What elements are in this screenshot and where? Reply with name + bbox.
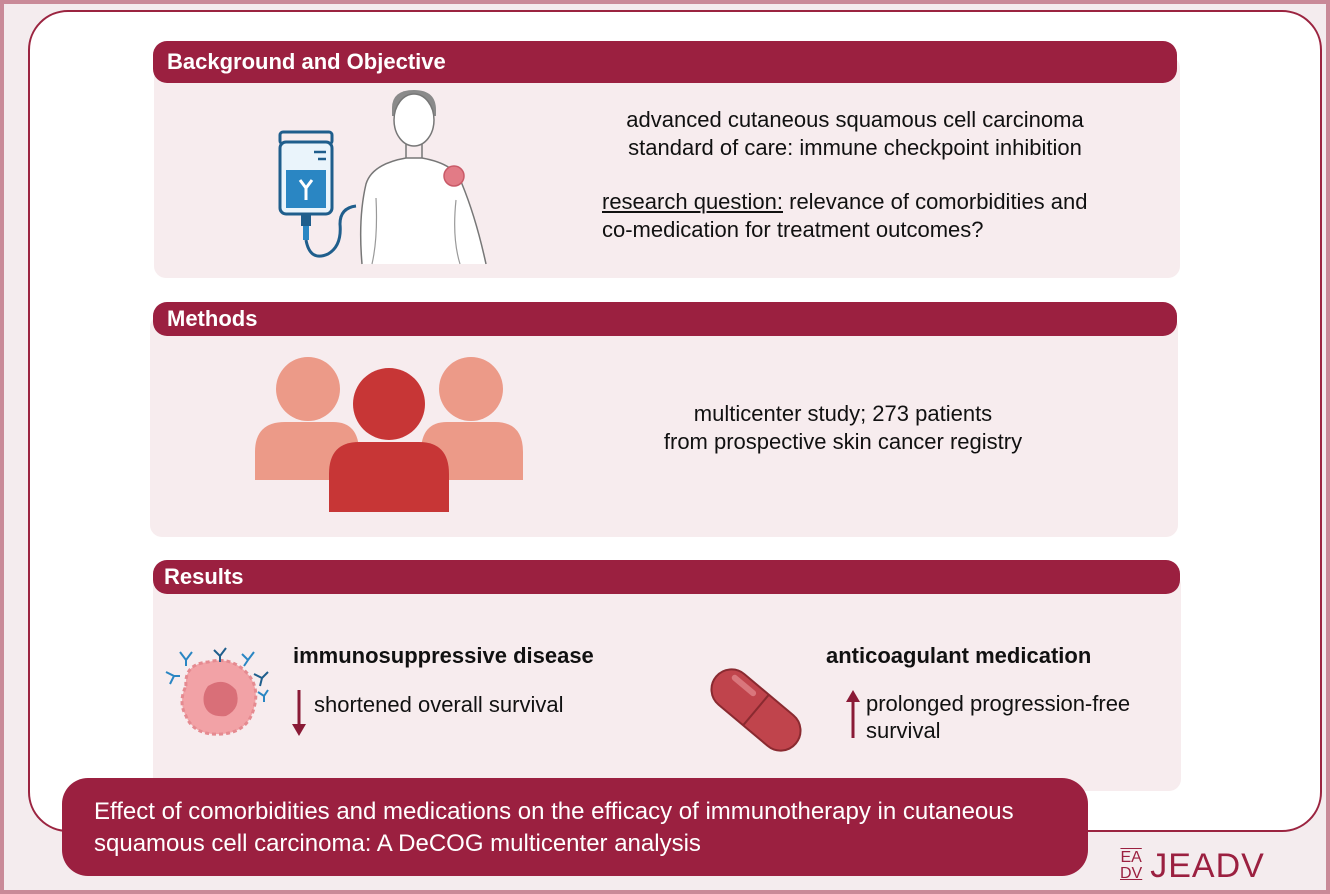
research-question-line-2: co-medication for treatment outcomes? <box>602 217 984 242</box>
methods-line-1: multicenter study; 273 patients <box>693 401 993 426</box>
logo-text: JEADV <box>1150 846 1265 885</box>
research-question-label: research question: <box>602 189 783 214</box>
immune-cell-icon <box>165 647 269 736</box>
right-result-line-2: survival <box>866 718 941 743</box>
patients-group-icon <box>255 357 523 512</box>
arrow-down-icon <box>292 690 306 736</box>
background-line-1: advanced cutaneous squamous cell carcino… <box>626 107 1084 132</box>
jeadv-logo: EA DV JEADV <box>1120 846 1265 886</box>
iv-bag-icon <box>278 130 357 258</box>
arrow-up-icon <box>846 690 860 738</box>
background-line-2: standard of care: immune checkpoint inhi… <box>628 135 1082 160</box>
left-result-title: immunosuppressive disease <box>293 643 594 668</box>
results-panel <box>153 573 1181 791</box>
research-question: research question: relevance of comorbid… <box>602 188 1162 216</box>
article-title: Effect of comorbidities and medications … <box>62 778 1088 876</box>
research-question-text: relevance of comorbidities and <box>783 189 1088 214</box>
background-header: Background and Objective <box>153 41 1177 83</box>
right-result-line-1: prolonged progression-free <box>866 691 1131 716</box>
left-result-text: shortened overall survival <box>314 692 564 717</box>
results-header: Results <box>153 560 1180 594</box>
right-result-title: anticoagulant medication <box>826 643 1092 668</box>
pill-icon <box>710 668 802 752</box>
article-title-line-1: Effect of comorbidities and medications … <box>94 798 1014 825</box>
methods-header: Methods <box>153 302 1177 336</box>
methods-line-2: from prospective skin cancer registry <box>663 429 1023 454</box>
patient-figure-icon <box>359 90 487 265</box>
eadv-mark-icon: EA DV <box>1120 849 1143 882</box>
article-title-line-2: squamous cell carcinoma: A DeCOG multice… <box>94 830 701 857</box>
